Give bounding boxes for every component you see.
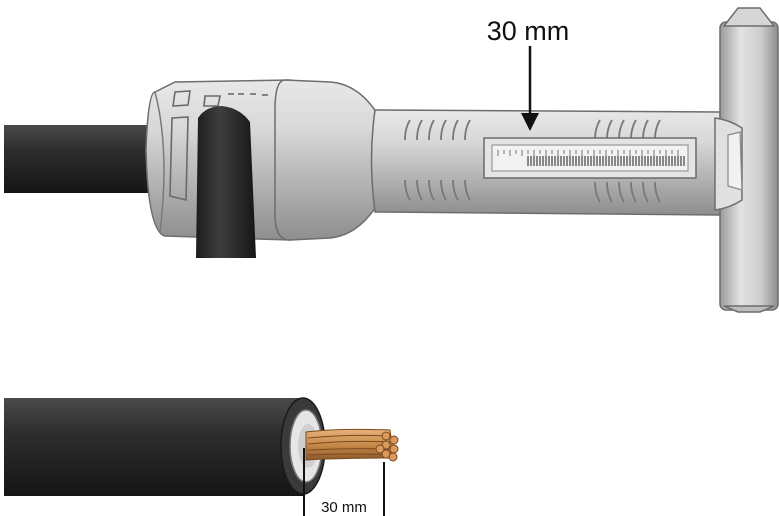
strip-length-label: 30 mm	[321, 499, 367, 516]
stripped-cable	[4, 397, 326, 496]
tool-collar-edge	[154, 91, 165, 233]
shaft-ribs	[404, 119, 661, 203]
depth-scale-inner	[491, 144, 689, 172]
arrow-down-icon	[521, 46, 539, 131]
stripped-cable-jacket	[4, 398, 304, 496]
stripping-tool-icon	[145, 7, 779, 313]
cable-icon	[4, 125, 154, 193]
cable-left-segment	[4, 125, 154, 193]
tool-handle-notch	[727, 131, 743, 191]
depth-scale-thread	[527, 156, 685, 166]
tool-main-barrel	[274, 79, 381, 241]
copper-strands-icon	[305, 428, 399, 462]
tool-handle-top-cap	[722, 7, 776, 27]
cable-bent-segment	[196, 106, 256, 258]
tool-depth-label: 30 mm	[487, 16, 570, 46]
depth-scale-ticks	[497, 150, 679, 156]
tool-handle-bottom-cap	[723, 305, 775, 313]
strand-ends	[375, 431, 399, 462]
strip-length-dimension	[303, 448, 385, 516]
